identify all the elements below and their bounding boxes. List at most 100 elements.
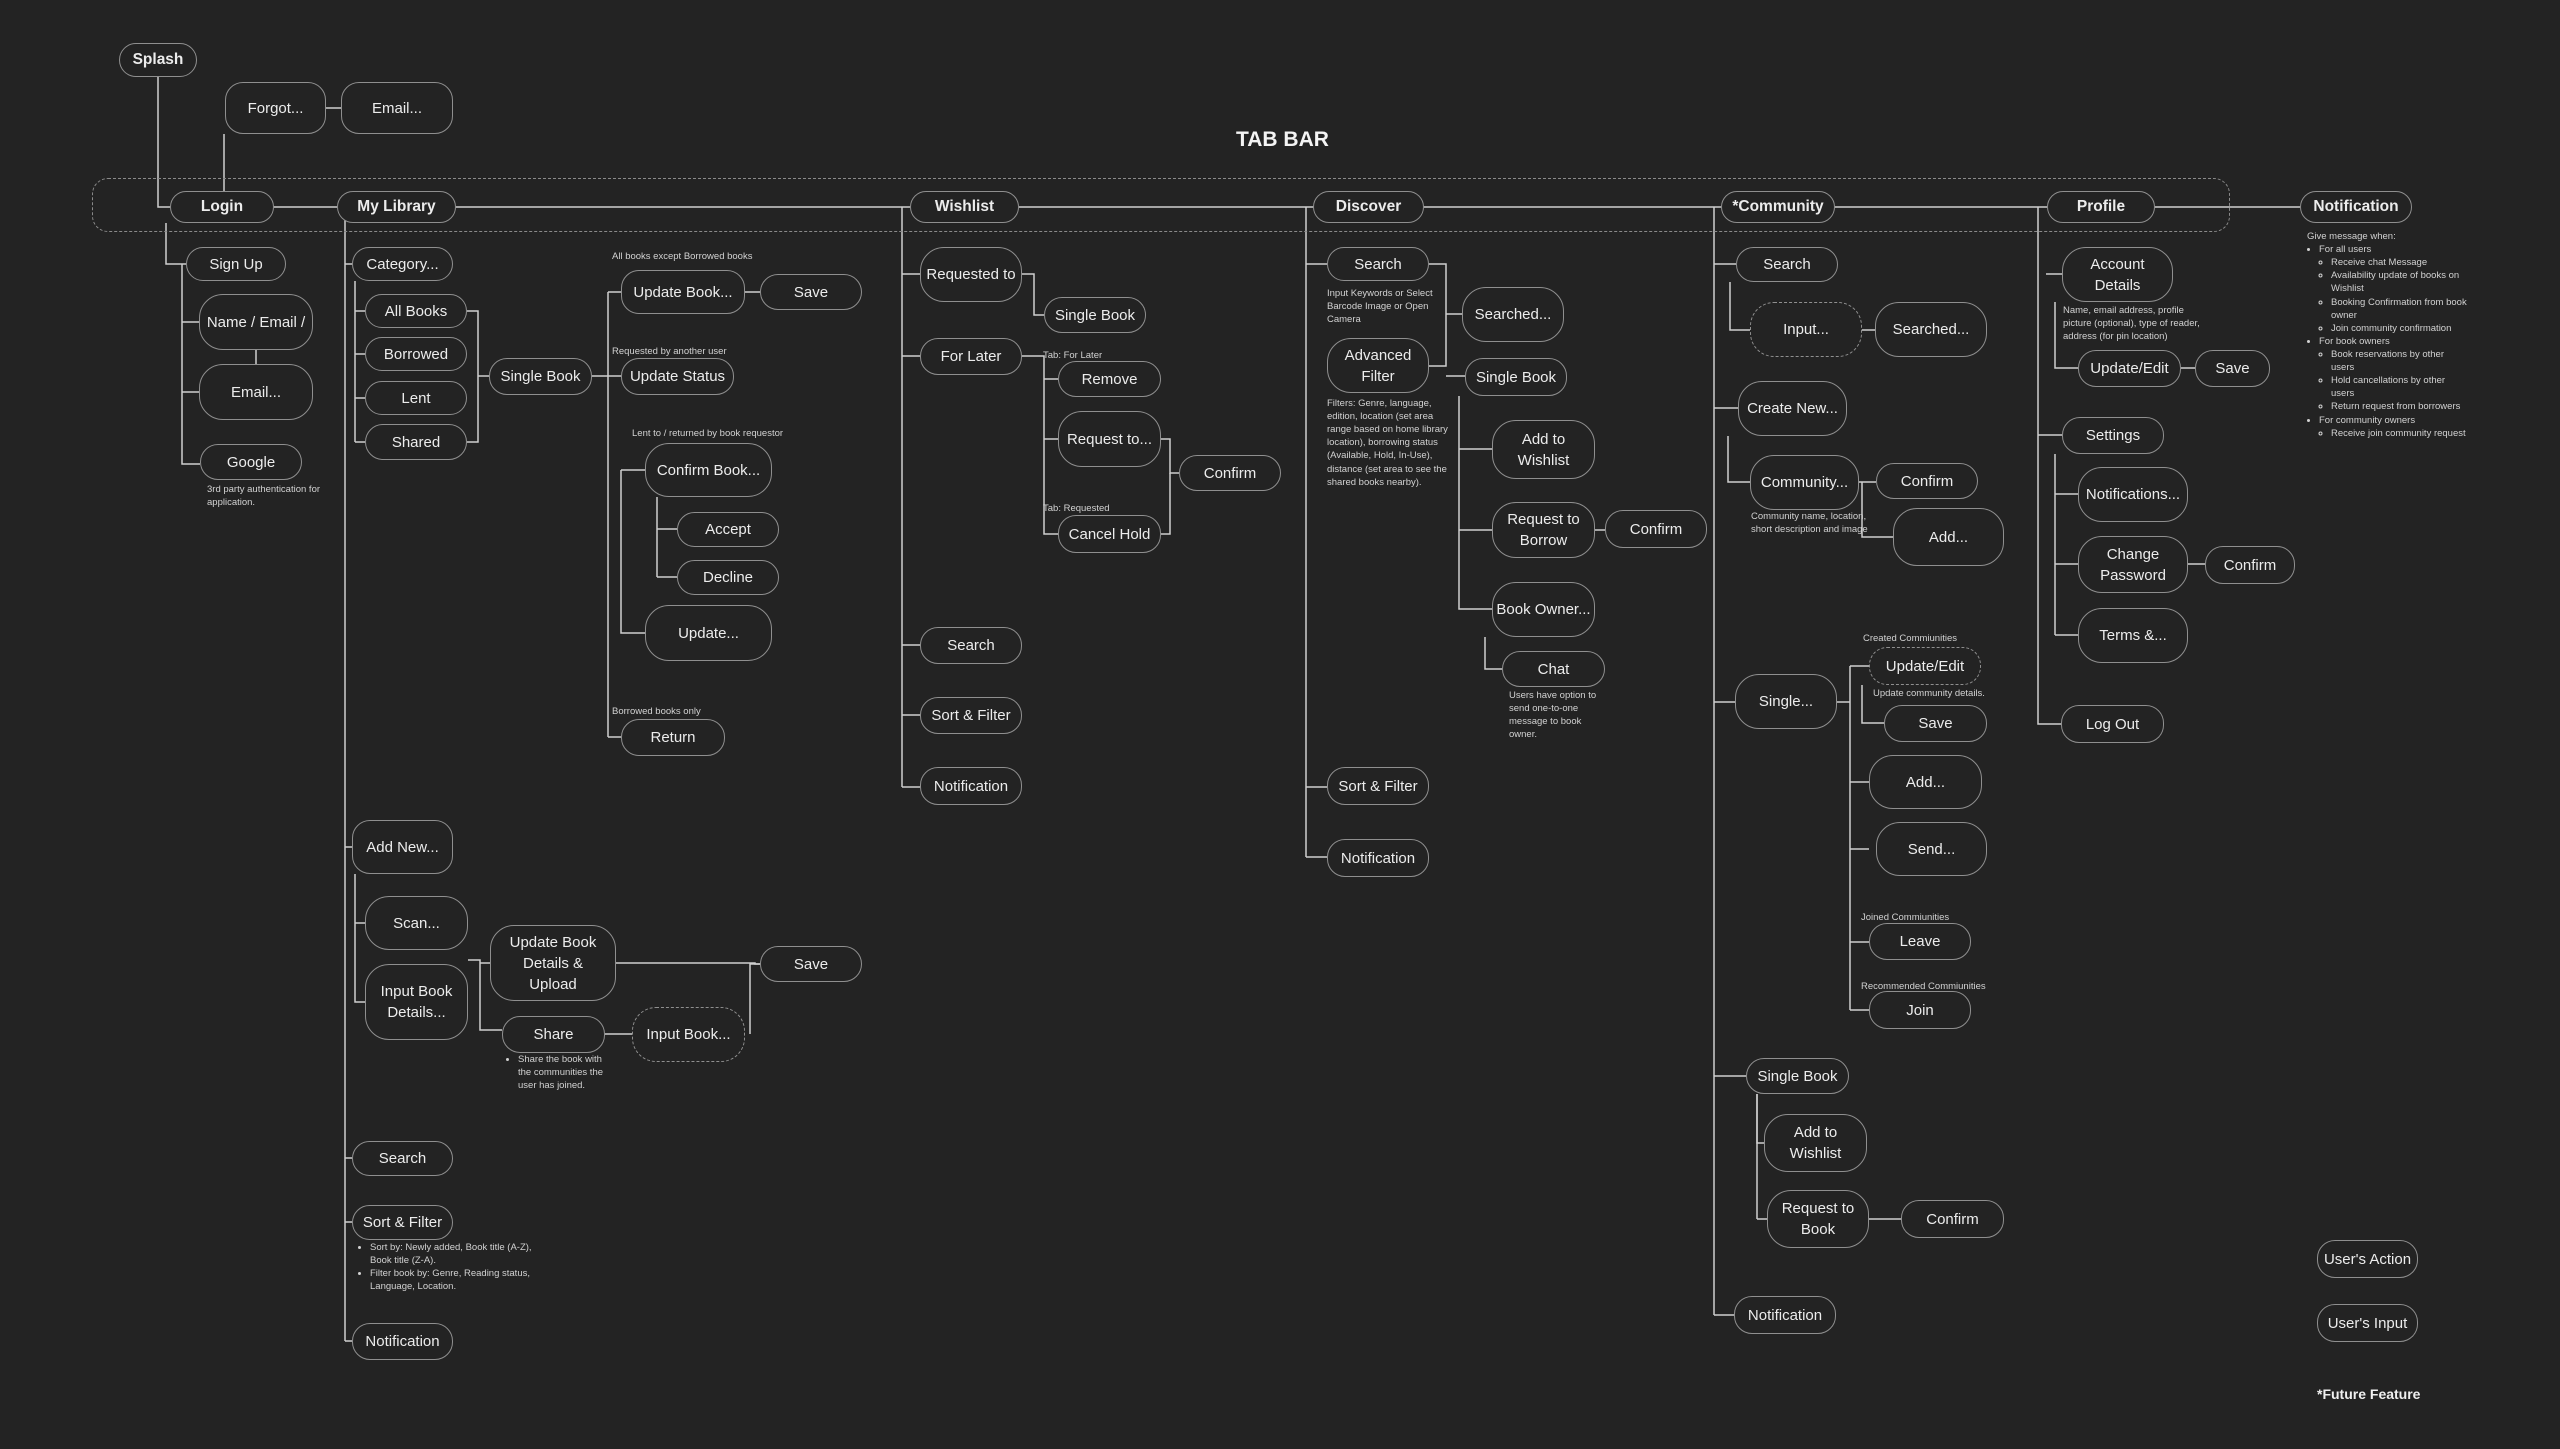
note-recommended-communities: Recommended Commiunities (1861, 981, 1986, 992)
accept-node[interactable]: Accept (677, 512, 779, 547)
wishlist-search-node[interactable]: Search (920, 627, 1022, 664)
discover-single-book-node[interactable]: Single Book (1465, 358, 1567, 396)
discover-add-wishlist-node[interactable]: Add to Wishlist (1492, 420, 1595, 479)
tab-wishlist[interactable]: Wishlist (910, 191, 1019, 223)
google-node[interactable]: Google (200, 444, 302, 480)
library-single-book-node[interactable]: Single Book (489, 358, 592, 395)
shared-node[interactable]: Shared (365, 424, 467, 460)
splash-node[interactable]: Splash (119, 43, 197, 77)
library-save-node[interactable]: Save (760, 274, 862, 310)
share-note: Share the book with the communities the … (506, 1053, 611, 1092)
wishlist-sort-filter-node[interactable]: Sort & Filter (920, 697, 1022, 734)
library-notification-node[interactable]: Notification (352, 1323, 453, 1360)
wishlist-confirm-node[interactable]: Confirm (1179, 455, 1281, 491)
sign-up-node[interactable]: Sign Up (186, 247, 286, 281)
discover-search-node[interactable]: Search (1327, 247, 1429, 281)
scan-node[interactable]: Scan... (365, 896, 468, 950)
community-add2-node[interactable]: Add... (1869, 755, 1982, 809)
library-sort-filter-node[interactable]: Sort & Filter (352, 1205, 453, 1240)
discover-confirm-node[interactable]: Confirm (1605, 510, 1707, 548)
discover-sort-filter-node[interactable]: Sort & Filter (1327, 767, 1429, 805)
update-community-note: Update community details. (1873, 688, 1985, 699)
create-new-node[interactable]: Create New... (1738, 381, 1847, 436)
change-password-node[interactable]: Change Password (2078, 536, 2188, 593)
forgot-node[interactable]: Forgot... (225, 82, 326, 134)
all-books-node[interactable]: All Books (365, 294, 467, 328)
name-email-node[interactable]: Name / Email / (199, 294, 313, 350)
settings-node[interactable]: Settings (2062, 417, 2164, 454)
advanced-filter-node[interactable]: Advanced Filter (1327, 338, 1429, 393)
account-details-node[interactable]: Account Details (2062, 247, 2173, 302)
note-requested-by: Requested by another user (612, 346, 727, 357)
community-notification-node[interactable]: Notification (1734, 1296, 1836, 1334)
tab-notification[interactable]: Notification (2300, 191, 2412, 223)
community-search-node[interactable]: Search (1736, 247, 1838, 282)
return-node[interactable]: Return (621, 719, 725, 756)
tab-my-library[interactable]: My Library (337, 191, 456, 223)
single-community-node[interactable]: Single... (1735, 674, 1837, 729)
tab-community[interactable]: *Community (1721, 191, 1835, 223)
decline-node[interactable]: Decline (677, 560, 779, 595)
connector-line (1729, 282, 1750, 331)
category-node[interactable]: Category... (352, 247, 453, 281)
input-book-details-node[interactable]: Input Book Details... (365, 964, 468, 1040)
terms-node[interactable]: Terms &... (2078, 608, 2188, 663)
community-add-wishlist-label: Add to Wishlist (1789, 1124, 1842, 1162)
update-node[interactable]: Update... (645, 605, 772, 661)
request-book-node[interactable]: Request to Book (1767, 1190, 1869, 1248)
signup-email-node[interactable]: Email... (199, 364, 313, 420)
discover-notification-node[interactable]: Notification (1327, 839, 1429, 877)
send-node[interactable]: Send... (1876, 822, 1987, 876)
request-to-node[interactable]: Request to... (1058, 411, 1161, 467)
connector-line (468, 959, 502, 1031)
confirm-book-node[interactable]: Confirm Book... (645, 443, 772, 497)
community-confirm2-node[interactable]: Confirm (1901, 1200, 2004, 1238)
connector-line (2054, 302, 2078, 369)
profile-save-node[interactable]: Save (2195, 350, 2270, 387)
community-form-node[interactable]: Community... (1750, 455, 1859, 510)
library-save2-node[interactable]: Save (760, 946, 862, 982)
requested-to-node[interactable]: Requested to (920, 247, 1022, 302)
tab-discover[interactable]: Discover (1313, 191, 1424, 223)
for-later-node[interactable]: For Later (920, 338, 1022, 375)
wishlist-single-book-node[interactable]: Single Book (1044, 297, 1146, 333)
connector-line (1861, 482, 1893, 538)
community-searched-node[interactable]: Searched... (1875, 302, 1987, 357)
profile-update-edit-node[interactable]: Update/Edit (2078, 350, 2181, 387)
update-book-node[interactable]: Update Book... (621, 270, 745, 314)
login-node[interactable]: Login (170, 191, 274, 223)
community-single-book-node[interactable]: Single Book (1746, 1058, 1849, 1094)
community-add-node[interactable]: Add... (1893, 508, 2004, 566)
discover-searched-node[interactable]: Searched... (1462, 287, 1564, 342)
community-update-edit-node[interactable]: Update/Edit (1869, 647, 1981, 685)
connector-line (749, 963, 760, 1034)
tab-profile[interactable]: Profile (2047, 191, 2155, 223)
community-owners-heading: For community owners Receive join commun… (2319, 414, 2467, 440)
community-add-wishlist-node[interactable]: Add to Wishlist (1764, 1114, 1867, 1172)
community-confirm-node[interactable]: Confirm (1876, 463, 1978, 499)
add-new-node[interactable]: Add New... (352, 820, 453, 874)
log-out-node[interactable]: Log Out (2061, 705, 2164, 743)
update-upload-node[interactable]: Update Book Details & Upload (490, 925, 616, 1001)
community-input-node[interactable]: Input... (1750, 302, 1862, 357)
update-status-node[interactable]: Update Status (621, 358, 734, 395)
notifications-settings-node[interactable]: Notifications... (2078, 467, 2188, 522)
chat-node[interactable]: Chat (1502, 651, 1605, 687)
connector-line (1022, 273, 1044, 316)
cancel-hold-node[interactable]: Cancel Hold (1058, 515, 1161, 553)
share-input-node[interactable]: Input Book... (632, 1007, 745, 1062)
wishlist-notification-node[interactable]: Notification (920, 767, 1022, 805)
forgot-email-node[interactable]: Email... (341, 82, 453, 134)
share-node[interactable]: Share (502, 1016, 605, 1053)
library-search-node[interactable]: Search (352, 1141, 453, 1176)
book-owner-node[interactable]: Book Owner... (1492, 582, 1595, 637)
future-feature-note: *Future Feature (2317, 1386, 2421, 1402)
lent-node[interactable]: Lent (365, 381, 467, 415)
profile-confirm-node[interactable]: Confirm (2205, 546, 2295, 584)
leave-node[interactable]: Leave (1869, 923, 1971, 960)
join-node[interactable]: Join (1869, 991, 1971, 1029)
request-borrow-node[interactable]: Request to Borrow (1492, 502, 1595, 558)
remove-node[interactable]: Remove (1058, 361, 1161, 397)
borrowed-node[interactable]: Borrowed (365, 337, 467, 371)
community-save-node[interactable]: Save (1884, 705, 1987, 742)
